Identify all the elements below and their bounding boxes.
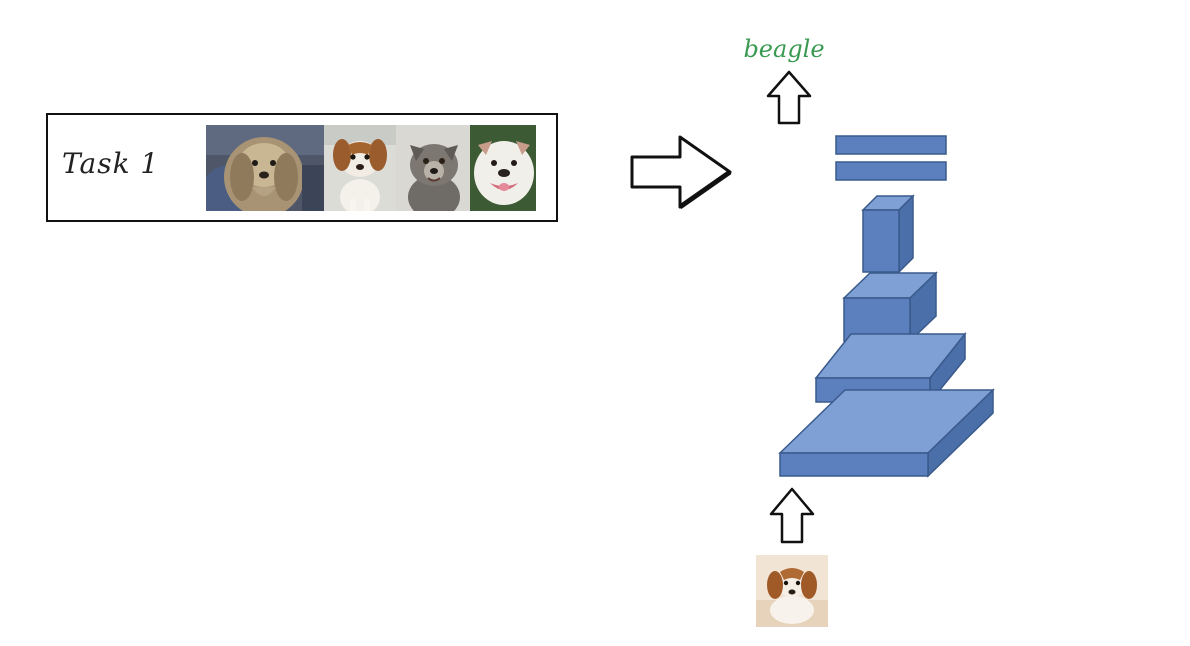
task-label: Task 1 bbox=[62, 147, 160, 180]
dog-photo-pitbull bbox=[396, 125, 470, 211]
dog-photo-shih-tzu bbox=[206, 125, 324, 211]
task-panel: Task 1 bbox=[46, 113, 558, 222]
fc-layer-top bbox=[835, 135, 947, 155]
conv-layer-3 bbox=[842, 271, 938, 343]
task-image-strip bbox=[206, 125, 536, 211]
dog-photo-bulldog bbox=[470, 125, 536, 211]
output-up-arrow-icon bbox=[766, 70, 812, 125]
input-up-arrow-icon bbox=[769, 487, 815, 544]
right-arrow-icon bbox=[630, 135, 732, 209]
conv-layer-1 bbox=[778, 388, 995, 478]
fc-layer-bottom bbox=[835, 161, 947, 181]
output-label: beagle bbox=[743, 35, 824, 63]
dog-photo-beagle bbox=[324, 125, 396, 211]
beagle-puppy-photo bbox=[756, 555, 828, 627]
conv-layer-4 bbox=[861, 194, 915, 274]
